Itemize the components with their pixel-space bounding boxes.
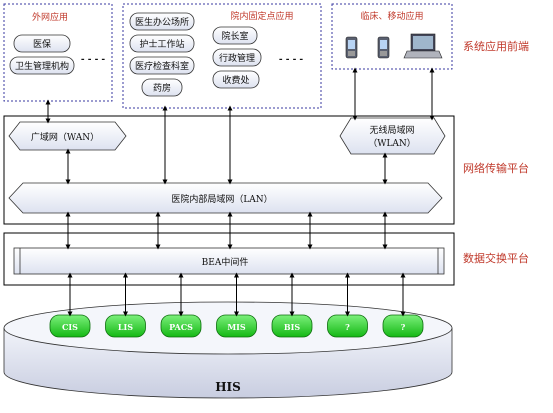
wan-label: 广域网（WAN） (31, 131, 99, 143)
layer-label-network: 网络传输平台 (463, 161, 529, 175)
internal-left-item-1: 护士工作站 (139, 38, 184, 50)
external-item-1: 卫生管理机构 (15, 60, 69, 72)
pill-internal-left-1 (129, 34, 195, 53)
his-system-1: LIS (105, 314, 146, 338)
his-system-0: CIS (49, 314, 91, 338)
laptop-icon (403, 33, 443, 59)
his-system-label: PACS (169, 322, 193, 332)
pill-internal-left-3 (141, 78, 183, 97)
lan-label: 医院内部局域网（LAN） (171, 193, 272, 205)
phone-icon (345, 36, 358, 59)
internal-right-item-0: 院长室 (221, 30, 248, 42)
his-system-3: MIS (216, 314, 257, 338)
pill-internal-left-2 (129, 56, 195, 75)
internal-left-item-3: 药房 (153, 82, 171, 94)
internal-right-item-1: 行政管理 (219, 52, 255, 64)
pill-internal-right-2 (212, 70, 260, 89)
pill-internal-right-1 (212, 48, 262, 67)
internal-ellipsis: - - - - (279, 55, 304, 65)
his-system-2: PACS (160, 314, 202, 338)
pill-internal-right-0 (212, 26, 258, 45)
his-label: HIS (215, 380, 241, 394)
internal-left-item-2: 医疗检查科室 (135, 60, 189, 72)
lan-node (8, 182, 443, 214)
internal-app-title: 院内固定点应用 (230, 10, 293, 22)
external-ellipsis: - - - - (81, 55, 106, 65)
external-app-panel (3, 3, 113, 102)
pill-internal-left-0 (129, 12, 195, 31)
his-system-4: BIS (271, 314, 313, 338)
middleware-bar (13, 247, 445, 275)
his-system-label: MIS (227, 322, 246, 332)
his-system-label: ? (345, 322, 350, 332)
external-app-title: 外网应用 (32, 11, 68, 23)
his-system-6: ? (382, 314, 424, 338)
internal-left-item-0: 医生办公场所 (135, 16, 189, 28)
internal-right-item-2: 收费处 (222, 74, 249, 86)
mobile-app-title: 临床、移动应用 (360, 10, 423, 22)
his-system-label: LIS (118, 322, 133, 332)
middleware-label: BEA中间件 (202, 256, 249, 268)
external-item-0: 医保 (33, 38, 51, 50)
pill-external-1 (9, 56, 75, 75)
layer-label-front: 系统应用前端 (463, 39, 529, 53)
layer-label-exchange: 数据交换平台 (463, 251, 529, 265)
phone-icon (377, 36, 390, 59)
wan-node (8, 121, 127, 151)
his-system-label: ? (401, 322, 406, 332)
wlan-label-1: 无线局域网 (369, 124, 414, 136)
pill-external-0 (13, 34, 71, 53)
his-system-label: BIS (284, 322, 301, 332)
his-system-5: ? (327, 314, 368, 338)
his-systems: CIS LIS PACS MIS BIS?? (49, 314, 424, 338)
wlan-label-2: （WLAN） (368, 138, 416, 149)
his-system-label: CIS (62, 322, 78, 332)
